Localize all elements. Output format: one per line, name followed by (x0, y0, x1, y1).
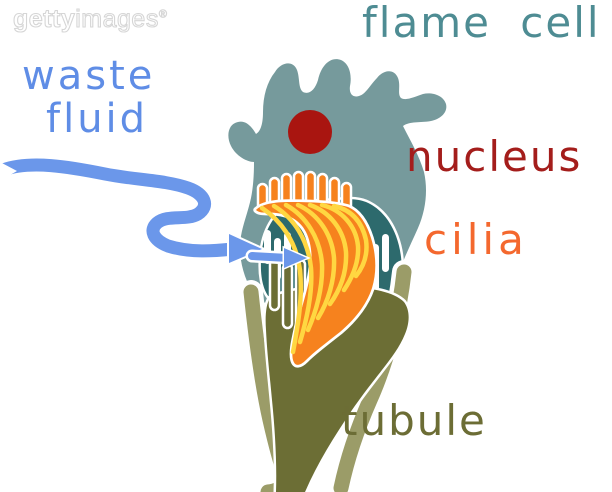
label-waste-fluid: waste fluid (22, 56, 155, 139)
label-waste-fluid-line1: waste (22, 53, 156, 99)
flow-arrow-small-line (248, 252, 292, 262)
watermark-bold-part: getty (12, 4, 76, 33)
cilia-flame (253, 170, 378, 368)
label-waste-fluid-line2: fluid (46, 96, 149, 142)
nucleus-shape (288, 110, 332, 154)
label-nucleus: nucleus (406, 132, 583, 181)
flow-arrow-small (245, 245, 311, 271)
waste-fluid-arrow-tail-notch (0, 162, 17, 181)
waste-fluid-arrow-line (0, 158, 240, 258)
watermark-light-part: images (75, 4, 159, 33)
watermark-registered-mark: ® (158, 8, 168, 21)
flow-arrow-small-head (282, 245, 311, 271)
label-cilia: cilia (424, 215, 528, 264)
waste-fluid-arrow (0, 155, 267, 267)
gettyimages-watermark: gettyimages® (12, 4, 168, 34)
label-tubule: tubule (341, 396, 487, 445)
label-flame-cell: flame cell (362, 0, 601, 47)
cilia-stripes (259, 202, 369, 355)
